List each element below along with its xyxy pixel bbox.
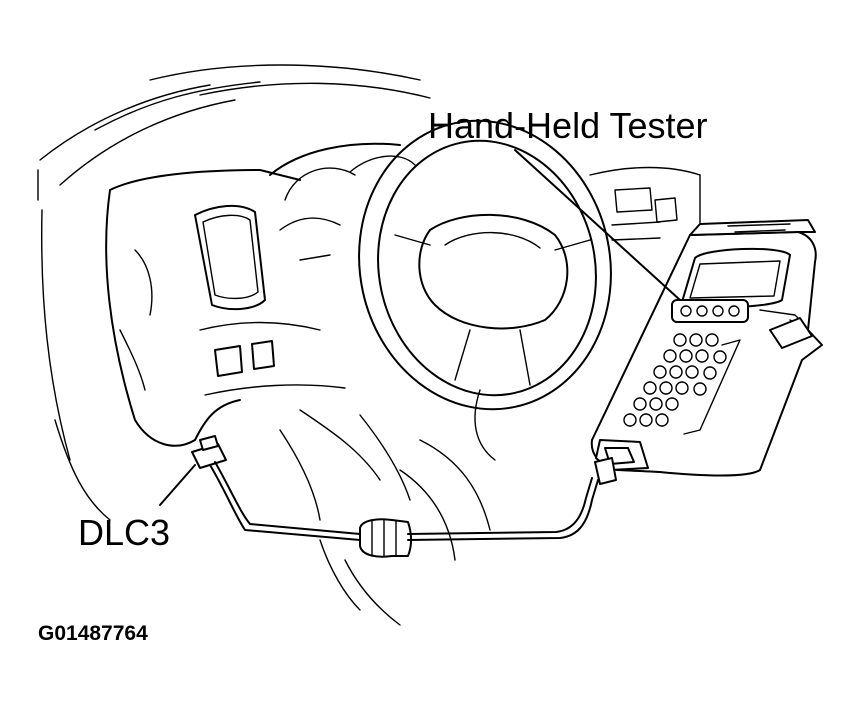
hand-held-tester	[590, 219, 823, 485]
center-vent	[194, 204, 346, 396]
steering-wheel	[358, 119, 612, 461]
left-dash-panel	[41, 169, 301, 521]
right-dash-vents	[589, 166, 701, 241]
dlc3-label: DLC3	[78, 512, 171, 553]
tester-cable	[209, 461, 599, 558]
lower-dash	[279, 409, 491, 626]
figure-id: G01487764	[38, 622, 148, 645]
tester-leader-line	[514, 149, 681, 301]
instrument-cluster	[269, 142, 416, 261]
dlc3-connector	[159, 435, 227, 506]
windshield-lines	[37, 64, 431, 201]
tester-keypad	[623, 333, 727, 427]
tester-label: Hand-Held Tester	[428, 105, 708, 146]
